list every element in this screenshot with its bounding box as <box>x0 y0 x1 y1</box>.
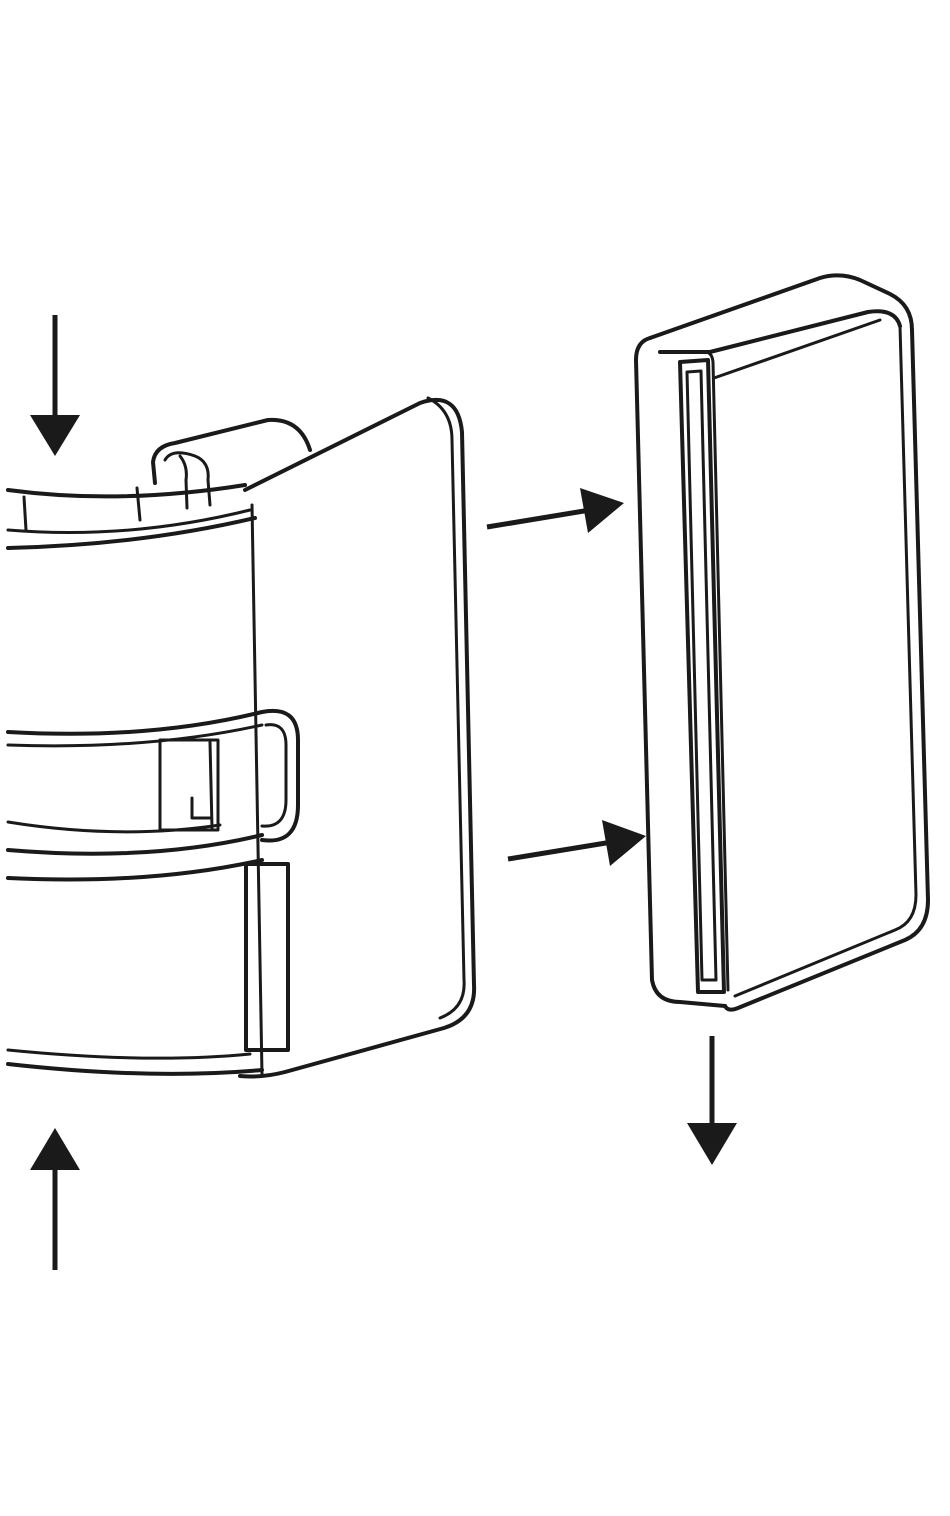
clip-mid-loop-inner <box>262 725 286 826</box>
clip-bottom-tab <box>246 864 288 1050</box>
end-cap <box>636 275 928 1009</box>
arrow-press-up-left <box>30 1128 80 1270</box>
clip-top-band-inner <box>8 510 250 533</box>
clip-mid-band-bottom <box>8 835 262 854</box>
clip-lower-band <box>8 860 262 880</box>
clip-body <box>8 398 474 1077</box>
clip-panel-seam <box>252 505 262 1075</box>
clip-bottom-edge-outer <box>8 1064 262 1074</box>
arrows <box>30 315 737 1270</box>
clip-top-hook-curl <box>180 456 187 508</box>
clip-mid-band-top <box>8 712 262 734</box>
clip-panel-inner-edge <box>428 398 464 1018</box>
arrow-slide-down-right <box>687 1036 737 1165</box>
cap-right-face <box>725 330 928 1010</box>
arrow-press-down-left <box>30 315 80 456</box>
clip-panel-outline <box>240 400 474 1077</box>
cap-top-face <box>650 275 912 338</box>
arrow-push-right-lower <box>508 820 646 866</box>
cap-top-face-front <box>660 311 900 352</box>
clip-mid-latch <box>192 798 210 818</box>
clip-mid-window-divider <box>210 742 212 828</box>
clip-top-post-right <box>137 488 140 520</box>
clip-bottom-edge-inner <box>8 1050 250 1058</box>
cap-right-inner <box>735 326 916 996</box>
arrow-push-right-upper <box>487 488 624 533</box>
clip-top-post-left <box>24 497 26 530</box>
